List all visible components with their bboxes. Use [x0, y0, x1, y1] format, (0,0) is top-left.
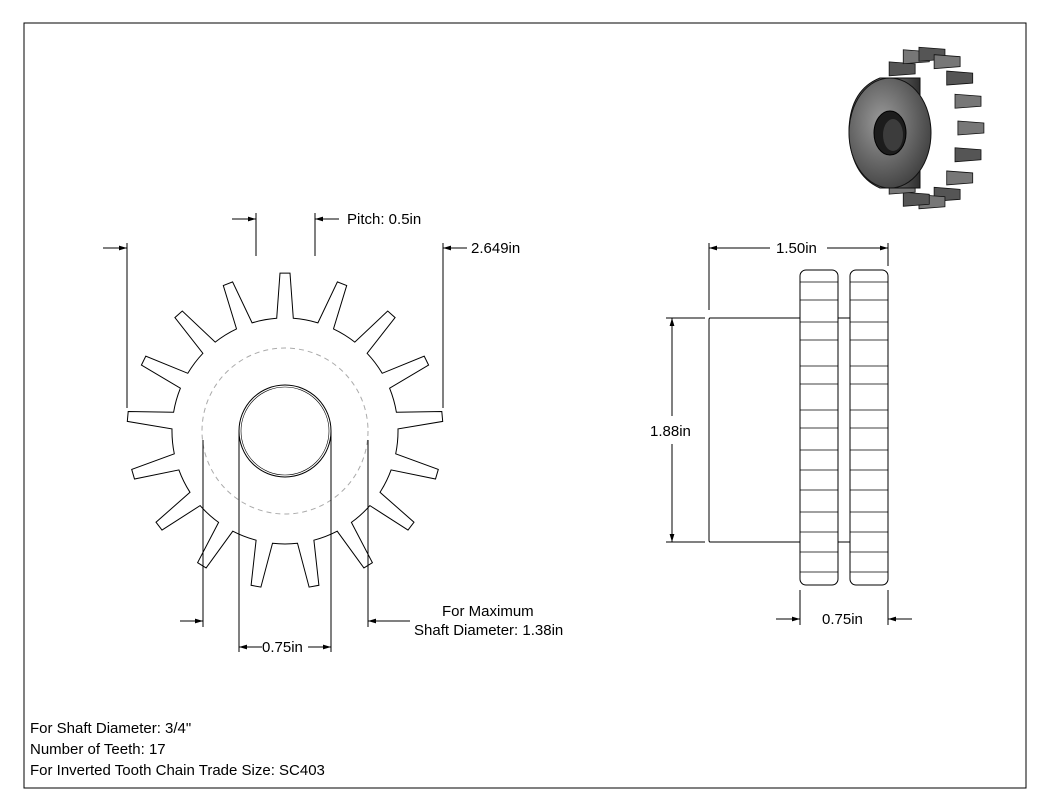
drawing-border [23, 22, 1027, 789]
iso-tooth [954, 93, 982, 109]
side-tooth-lines [800, 281, 888, 573]
max-shaft-dimension [180, 440, 410, 627]
iso-tooth [946, 170, 974, 186]
pitch-label: Pitch: 0.5in [347, 211, 421, 228]
iso-tooth [902, 191, 930, 207]
max-shaft-label-line2: Shaft Diameter: 1.38in [414, 622, 563, 639]
tooth-width-label: 0.75in [822, 611, 863, 628]
tooth-width-dimension [776, 590, 912, 625]
iso-tooth [946, 70, 974, 86]
iso-tooth [957, 120, 985, 136]
isometric-sprocket-render [848, 46, 985, 210]
outer-diameter-dimension [103, 243, 467, 408]
iso-bore-shade [883, 119, 903, 151]
iso-tooth [933, 54, 961, 70]
bore-label: 0.75in [262, 639, 303, 656]
side-length-dimension [708, 243, 889, 310]
max-shaft-label-line1: For Maximum [442, 603, 534, 620]
side-tooth-row-2 [849, 269, 889, 586]
pitch-dimension [232, 213, 339, 256]
bore-inner-edge [240, 386, 330, 476]
side-length-label: 1.50in [776, 240, 817, 257]
side-tooth-row-1 [799, 269, 839, 586]
hub-diameter-dimension [666, 317, 705, 543]
side-hub [708, 317, 801, 543]
pitch-circle [201, 347, 369, 515]
bore-circle [238, 384, 332, 478]
note-chain-trade-size: For Inverted Tooth Chain Trade Size: SC4… [30, 762, 325, 779]
iso-tooth [954, 147, 982, 163]
side-spacer [837, 317, 851, 543]
front-view-sprocket [126, 272, 444, 588]
hub-diameter-label: 1.88in [650, 423, 691, 440]
note-shaft-diameter: For Shaft Diameter: 3/4" [30, 720, 192, 737]
note-number-of-teeth: Number of Teeth: 17 [30, 741, 166, 758]
outer-diameter-label: 2.649in [471, 240, 520, 257]
iso-tooth [888, 61, 916, 77]
bore-dimension [238, 431, 332, 652]
side-view-sprocket [708, 269, 889, 586]
